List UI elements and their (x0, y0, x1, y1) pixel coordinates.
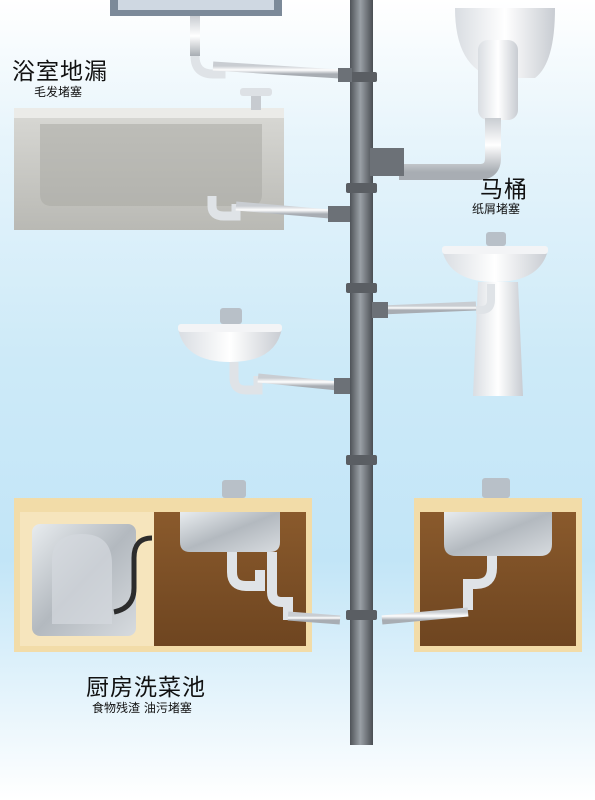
kitchen-sink-title: 厨房洗菜池 (86, 675, 206, 701)
bathroom-floor-drain-title: 浴室地漏 (12, 59, 108, 85)
top-basin (110, 0, 352, 82)
kitchen-sink-subtitle: 食物残渣 油污堵塞 (92, 701, 192, 715)
toilet-title: 马桶 (480, 177, 528, 203)
bathroom-floor-drain-subtitle: 毛发堵塞 (34, 85, 83, 99)
main-drain-stack (346, 0, 377, 745)
bathtub (14, 88, 350, 230)
toilet (370, 8, 555, 180)
pedestal-basin (372, 232, 548, 396)
kitchen-cabinet-right (381, 478, 582, 652)
wall-basin (178, 308, 350, 395)
toilet-subtitle: 纸屑堵塞 (472, 202, 521, 216)
kitchen-cabinet-left (14, 480, 341, 652)
